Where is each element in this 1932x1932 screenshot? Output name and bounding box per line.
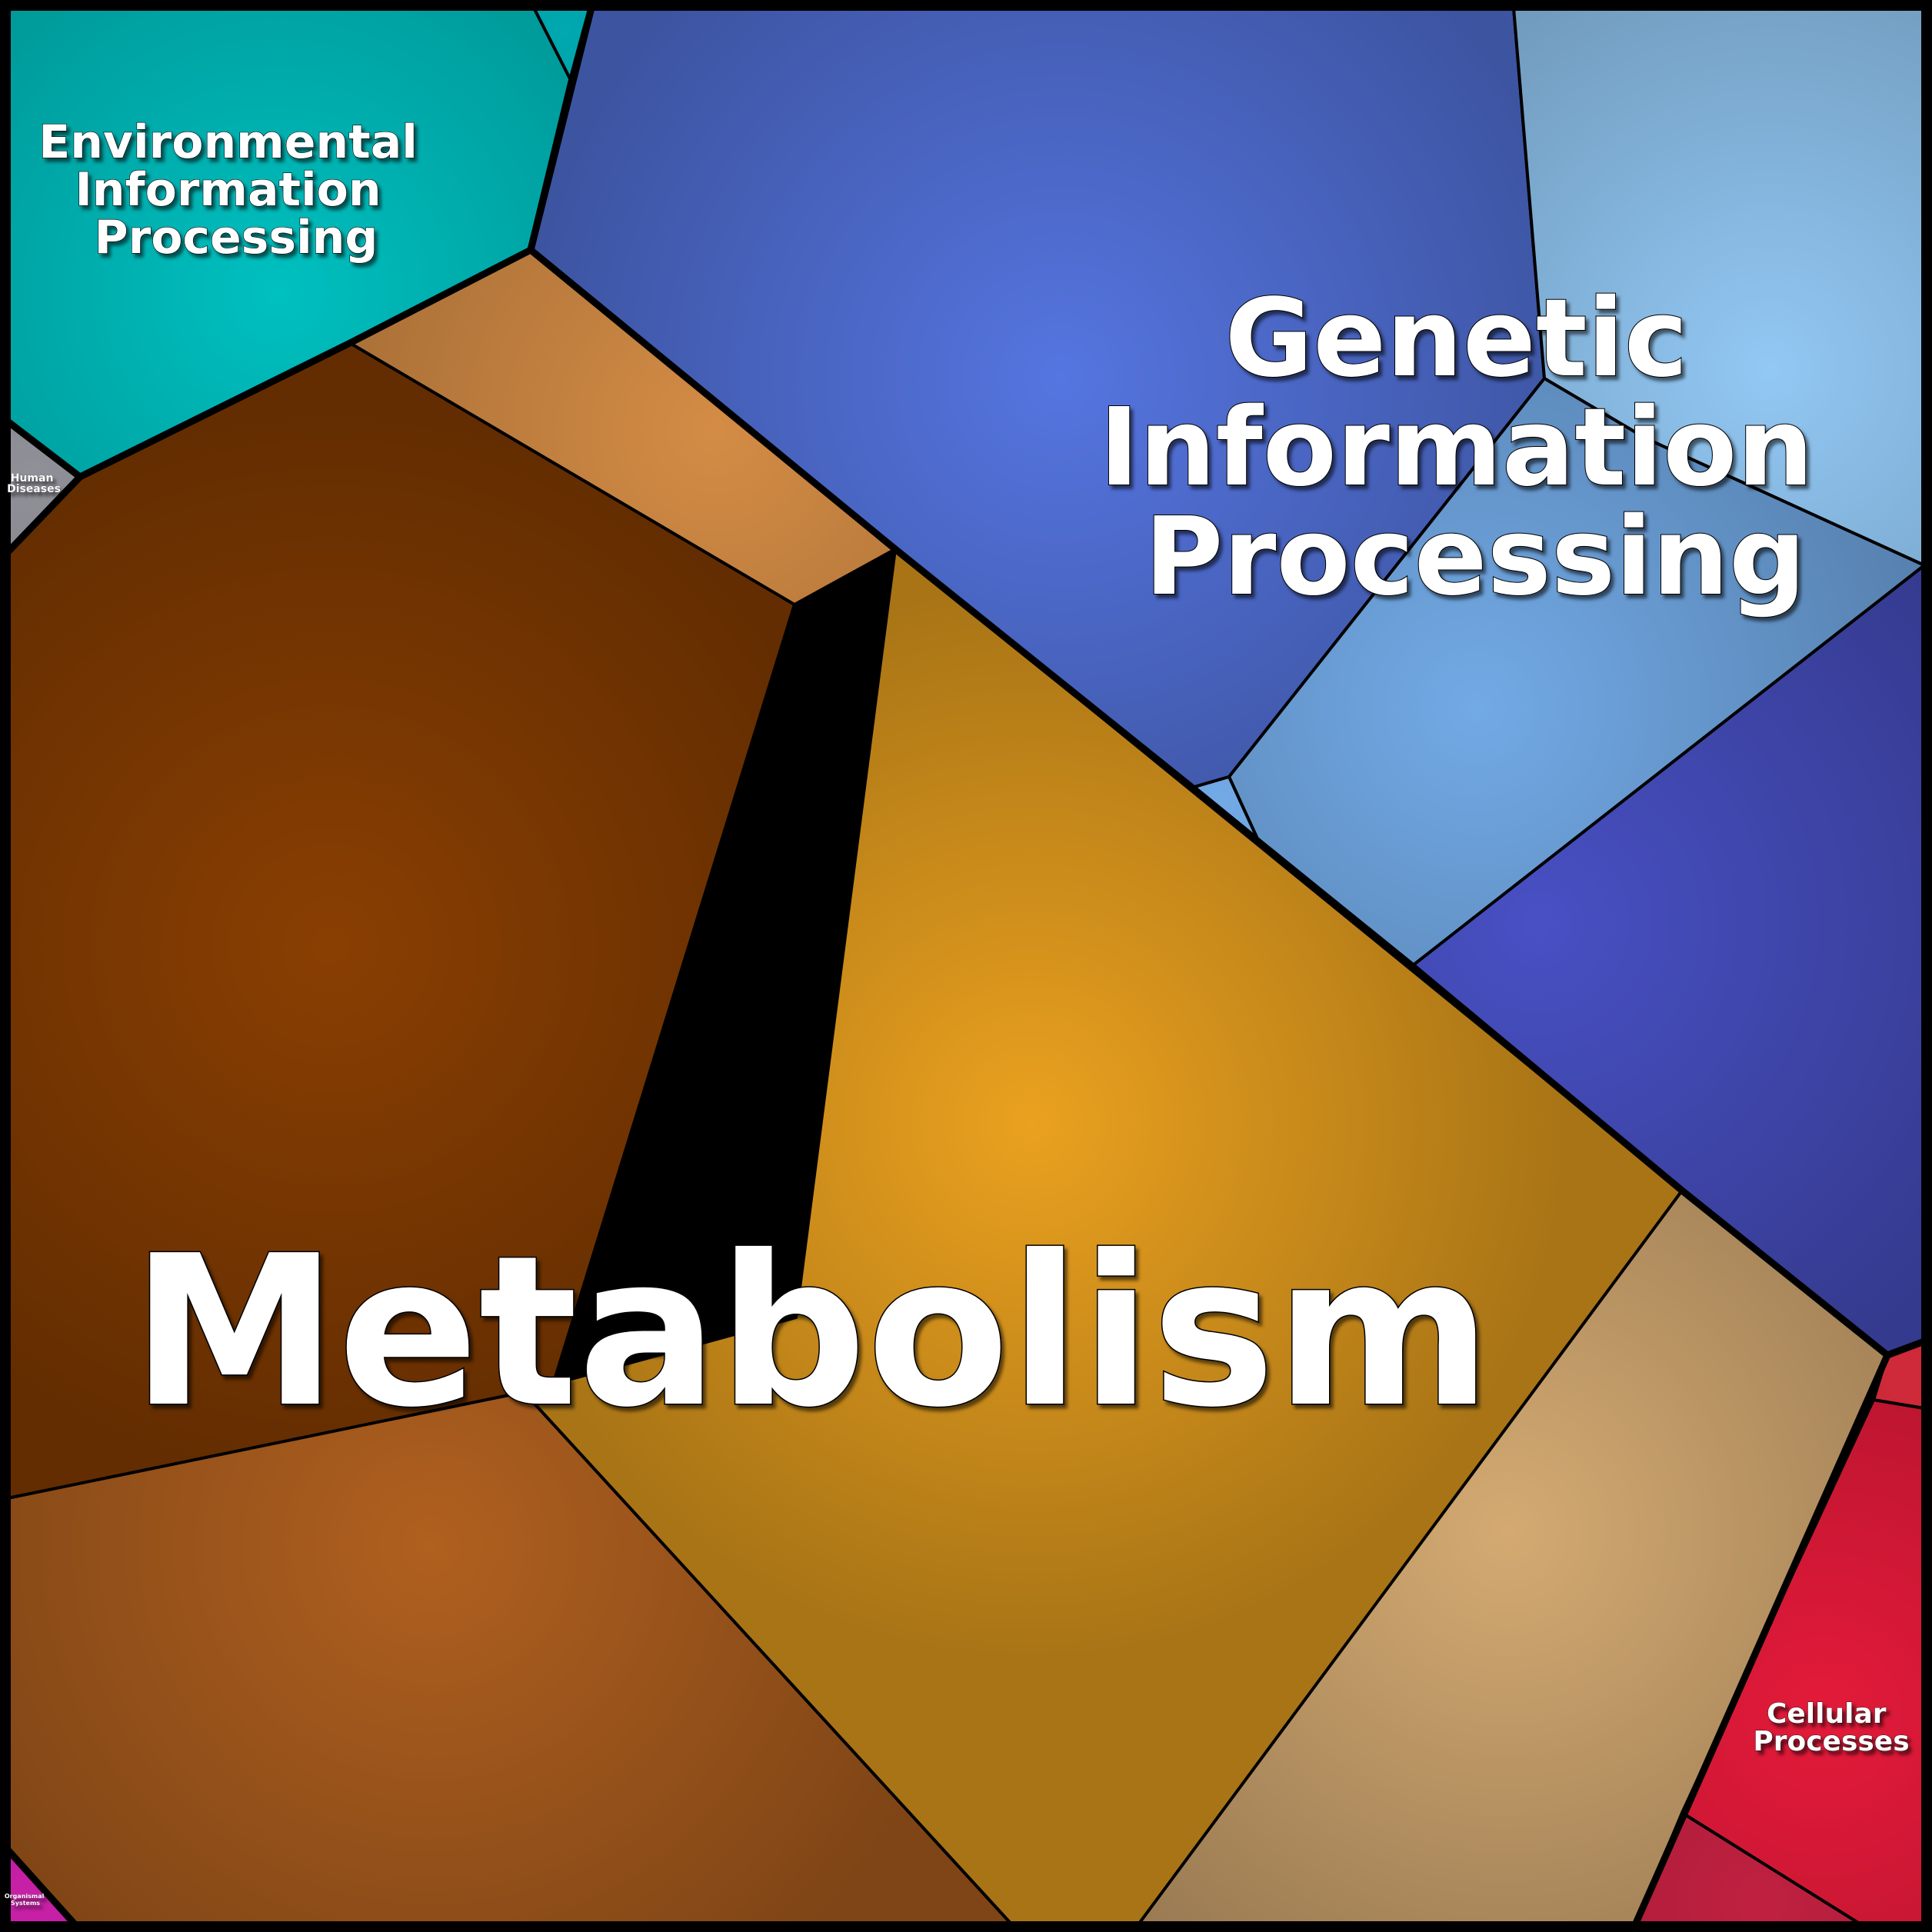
label-genetic: Genetic Information Processing [1099, 276, 1851, 620]
category-border-5 [4, 1846, 81, 1930]
label-environmental-line-2: Information [75, 163, 381, 217]
label-genetic-line-1: Genetic [1224, 276, 1687, 401]
label-organismal: Organismal Systems [5, 1893, 46, 1907]
label-human-diseases-line-2: Diseases [7, 483, 61, 495]
category-border-4 [1631, 1337, 1928, 1930]
label-environmental-line-1: Environmental [38, 115, 418, 169]
label-organismal-line-1: Organismal [5, 1893, 45, 1900]
label-human-diseases-line-1: Human [11, 472, 54, 485]
label-genetic-line-2: Information [1099, 385, 1814, 511]
cells-layer [6, 6, 1926, 1928]
category-border-3 [527, 4, 1891, 1359]
label-cellular: Cellular Processes [1753, 1698, 1909, 1757]
labels-layer: Metabolism Genetic Information Processin… [5, 115, 1910, 1907]
label-organismal-line-2: Systems [11, 1900, 40, 1907]
label-cellular-line-2: Processes [1753, 1726, 1909, 1757]
label-genetic-line-3: Processing [1144, 495, 1806, 620]
label-environmental-line-3: Processing [95, 211, 378, 265]
label-environmental: Environmental Information Processing [38, 115, 433, 265]
label-metabolism: Metabolism [132, 1211, 1492, 1453]
label-cellular-line-1: Cellular [1767, 1698, 1887, 1730]
category-border-2 [4, 473, 84, 556]
label-human-diseases: Human Diseases [7, 472, 61, 495]
category-borders [4, 4, 1928, 1930]
